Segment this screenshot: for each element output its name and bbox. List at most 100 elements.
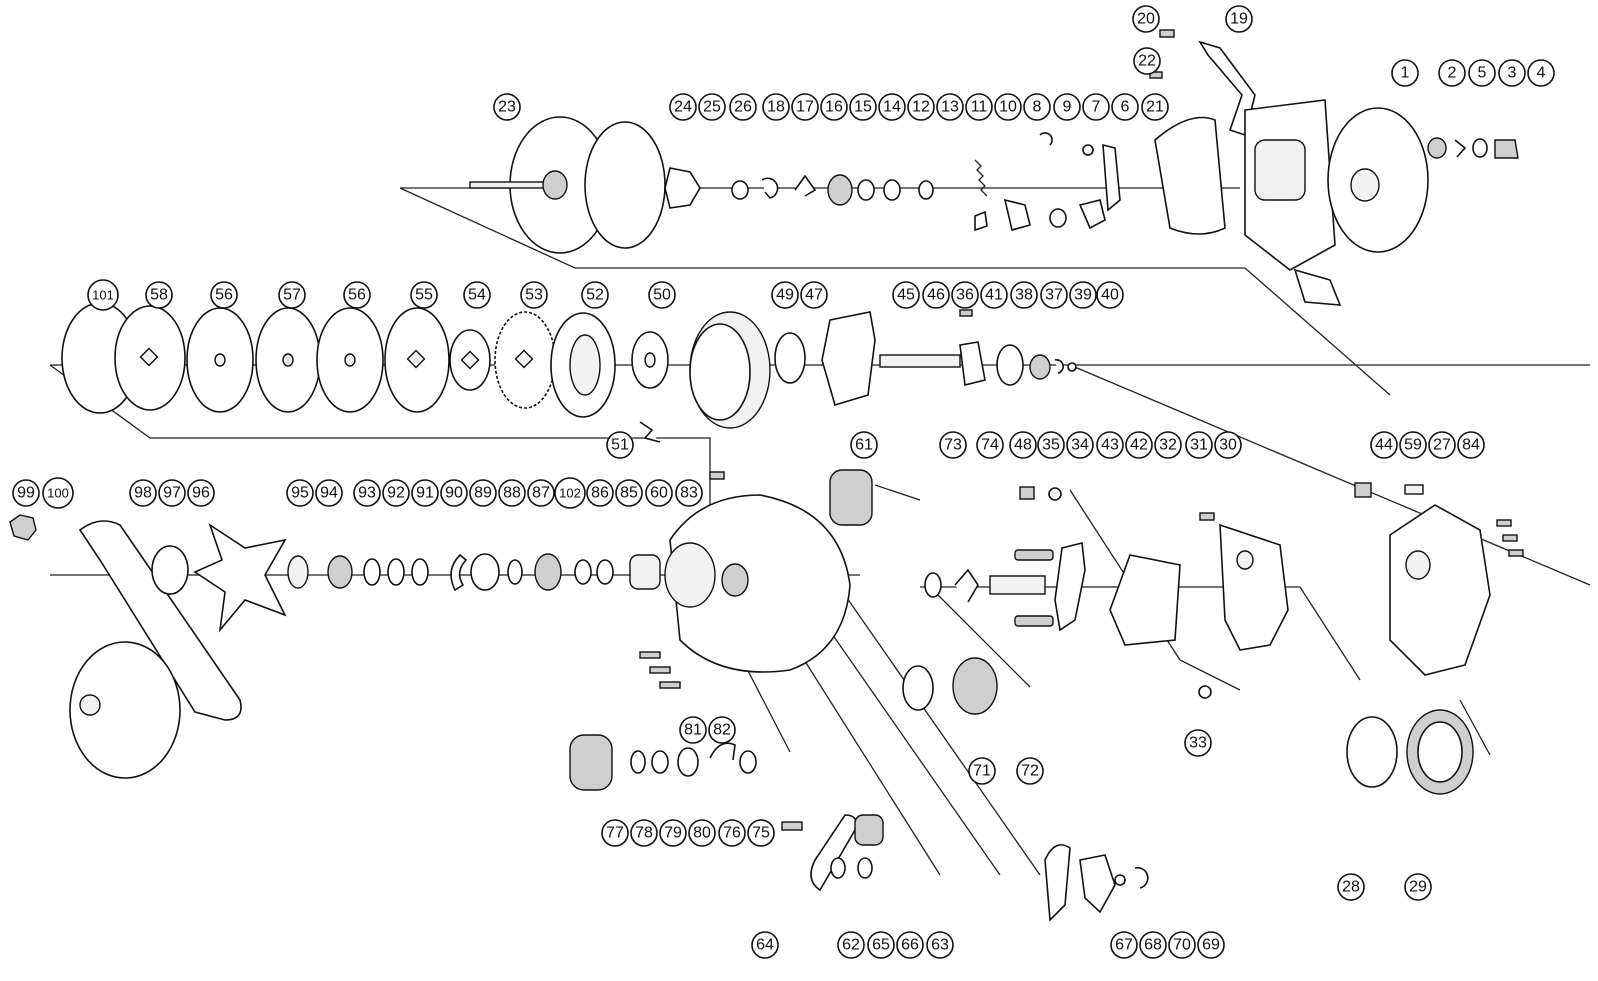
callout-label: 80 (693, 825, 711, 842)
callout-label: 35 (1042, 437, 1060, 454)
plate-37 (996, 344, 1024, 386)
lever-67 (1044, 844, 1071, 922)
washer-92 (387, 558, 405, 586)
callout-label: 4 (1537, 65, 1546, 82)
callout-label: 26 (734, 99, 752, 116)
callout-label: 81 (684, 722, 702, 739)
callout-label: 42 (1130, 437, 1148, 454)
spring-95 (287, 555, 309, 589)
washer-16 (857, 179, 875, 201)
callout-label: 70 (1173, 937, 1191, 954)
washer-10 (1049, 208, 1067, 228)
bracket-19 (1198, 40, 1256, 137)
screw-81b (649, 666, 671, 674)
washer-65 (830, 857, 846, 879)
callout-label: 93 (358, 485, 376, 502)
callout-label: 101 (92, 288, 114, 303)
callout-label: 92 (387, 485, 405, 502)
callout-label: 12 (912, 99, 930, 116)
callout-label: 3 (1508, 65, 1517, 82)
bearing-39 (1029, 354, 1051, 380)
screw-84b (1502, 534, 1518, 542)
nut-94 (327, 555, 353, 589)
callout-label: 5 (1478, 65, 1487, 82)
bearing-87 (534, 553, 562, 591)
washer-86 (596, 559, 614, 585)
ratchet-89 (470, 553, 500, 591)
collar-28 (1346, 716, 1398, 788)
frame-foot (1293, 268, 1342, 306)
spring-18 (794, 174, 817, 197)
clutch-cam-32 (1109, 554, 1181, 646)
spring-51 (639, 421, 661, 443)
callout-label: 44 (1375, 437, 1393, 454)
callout-label: 82 (713, 722, 731, 739)
plate-31-hole (1236, 550, 1254, 570)
spool-hub (542, 170, 568, 200)
screw-81a (639, 651, 661, 659)
plate-31 (1219, 523, 1289, 651)
ratchet-53-hole (514, 349, 534, 369)
callout-label: 49 (776, 287, 794, 304)
screw-64 (781, 821, 803, 831)
oring-7 (1082, 144, 1094, 156)
screw-81c (659, 681, 681, 689)
callout-label: 65 (872, 937, 890, 954)
clip-40 (1054, 359, 1064, 374)
callout-label: 32 (1159, 437, 1177, 454)
plate-52-inner (569, 334, 601, 396)
washer-15 (883, 179, 901, 201)
callout-label: 57 (283, 287, 301, 304)
callout-label: 6 (1121, 99, 1130, 116)
clip-9 (1039, 132, 1053, 146)
handle-arm-98 (78, 520, 242, 721)
callout-label: 17 (796, 99, 814, 116)
callout-label: 58 (150, 287, 168, 304)
washer-79 (651, 750, 669, 774)
callout-label: 43 (1101, 437, 1119, 454)
washer-78 (630, 750, 646, 774)
callout-label: 66 (901, 937, 919, 954)
nut-97 (151, 545, 189, 595)
callout-label: 21 (1146, 99, 1164, 116)
spool-shaft (469, 181, 551, 189)
side-cover-bore (1350, 168, 1380, 202)
washer-25 (731, 180, 749, 200)
bearing-holder-27 (1389, 504, 1491, 676)
callout-label: 37 (1045, 287, 1063, 304)
collar-71 (902, 665, 934, 711)
callout-label: 69 (1202, 937, 1220, 954)
callout-label: 51 (611, 437, 629, 454)
callout-label: 99 (17, 485, 35, 502)
screw-35 (1019, 486, 1035, 500)
callout-label: 59 (1404, 437, 1422, 454)
washer-3 (1472, 138, 1488, 158)
callout-label: 50 (653, 287, 671, 304)
side-plate-60-boss (664, 542, 716, 608)
clip-69 (1134, 866, 1149, 889)
lever-6 (1102, 143, 1121, 212)
pin-59 (1404, 484, 1424, 495)
callout-label: 94 (320, 485, 338, 502)
middle-row-parts (61, 302, 1077, 443)
oring-40 (1067, 362, 1077, 372)
callout-label: 77 (606, 825, 624, 842)
cap-77 (569, 734, 613, 791)
callout-label: 47 (805, 287, 823, 304)
screw-20 (1159, 29, 1175, 38)
callout-label: 31 (1190, 437, 1208, 454)
callout-label: 95 (291, 485, 309, 502)
callout-label: 8 (1033, 99, 1042, 116)
callout-label: 84 (1462, 437, 1480, 454)
callout-label: 7 (1092, 99, 1101, 116)
clutch-parts (781, 486, 1289, 922)
callout-label: 48 (1014, 437, 1032, 454)
clip-33 (1198, 685, 1212, 699)
shaft-36 (879, 354, 961, 368)
handle-knob (69, 641, 181, 779)
callout-label: 102 (559, 486, 581, 501)
pinion-48 (989, 575, 1046, 595)
callout-label: 10 (999, 99, 1017, 116)
ring-70 (1114, 874, 1126, 886)
